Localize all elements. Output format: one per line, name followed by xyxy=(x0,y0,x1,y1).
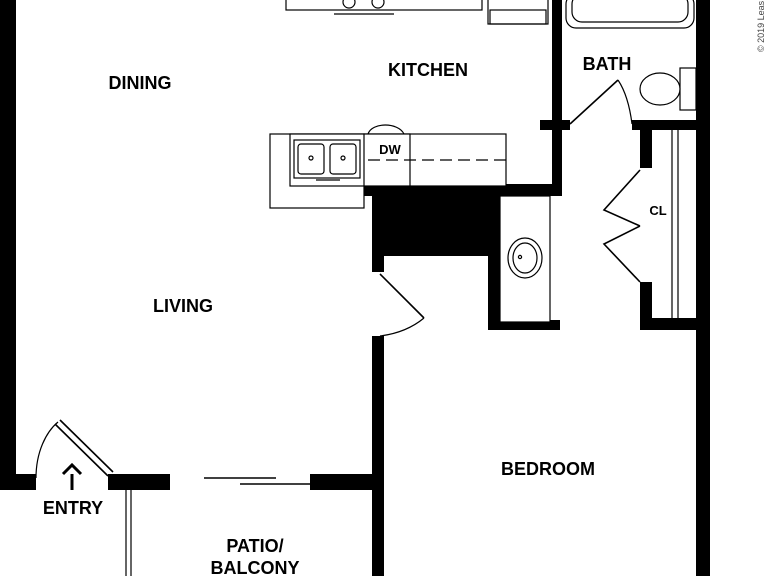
walls xyxy=(0,0,710,576)
bath-door xyxy=(569,79,633,125)
bedroom-door xyxy=(379,273,425,337)
room-label-living: LIVING xyxy=(153,296,213,316)
kitchen-fixtures xyxy=(269,0,549,209)
dishwasher-label: DW xyxy=(379,142,401,157)
range xyxy=(285,0,483,11)
living-bedroom-wall-upper xyxy=(372,256,384,272)
closet-base xyxy=(640,318,698,330)
doors xyxy=(35,79,641,576)
entry-label: ENTRY xyxy=(43,498,103,518)
refrigerator xyxy=(487,0,549,25)
closet-wall-top xyxy=(640,128,652,168)
closet-block xyxy=(372,194,500,256)
patio-label-line2: BALCONY xyxy=(211,558,300,576)
patio-sliding-door xyxy=(204,477,310,485)
room-label-kitchen: KITCHEN xyxy=(388,60,468,80)
entry-wall-right xyxy=(108,474,170,490)
living-bedroom-wall-lower xyxy=(372,336,384,576)
bath-wall-right xyxy=(632,120,698,130)
patio-wall-right xyxy=(310,474,382,490)
kitchen-lower-wall xyxy=(344,184,558,196)
closet-label: CL xyxy=(649,203,666,218)
bath-wall-left xyxy=(540,120,570,130)
double-sink xyxy=(293,139,361,179)
room-label-bath: BATH xyxy=(583,54,632,74)
room-label-bedroom: BEDROOM xyxy=(501,459,595,479)
copyright-text: © 2019 Leas xyxy=(756,0,766,52)
toilet-bowl xyxy=(639,72,681,106)
kitchen-right-wall xyxy=(552,0,562,196)
left-exterior-wall xyxy=(0,0,16,476)
right-exterior-wall xyxy=(696,0,710,576)
room-label-dining: DINING xyxy=(109,73,172,93)
entry-door xyxy=(35,419,114,479)
entry-arrow-icon xyxy=(61,462,83,490)
toilet-tank xyxy=(679,67,697,111)
bath-fixtures xyxy=(499,0,697,323)
patio-label-line1: PATIO/ xyxy=(226,536,283,556)
vanity-bottom-wall xyxy=(488,320,560,330)
bathtub xyxy=(565,0,695,29)
vanity-wall xyxy=(488,194,500,330)
entry-wall-left xyxy=(0,474,36,490)
closet-bifold-doors xyxy=(602,169,641,283)
